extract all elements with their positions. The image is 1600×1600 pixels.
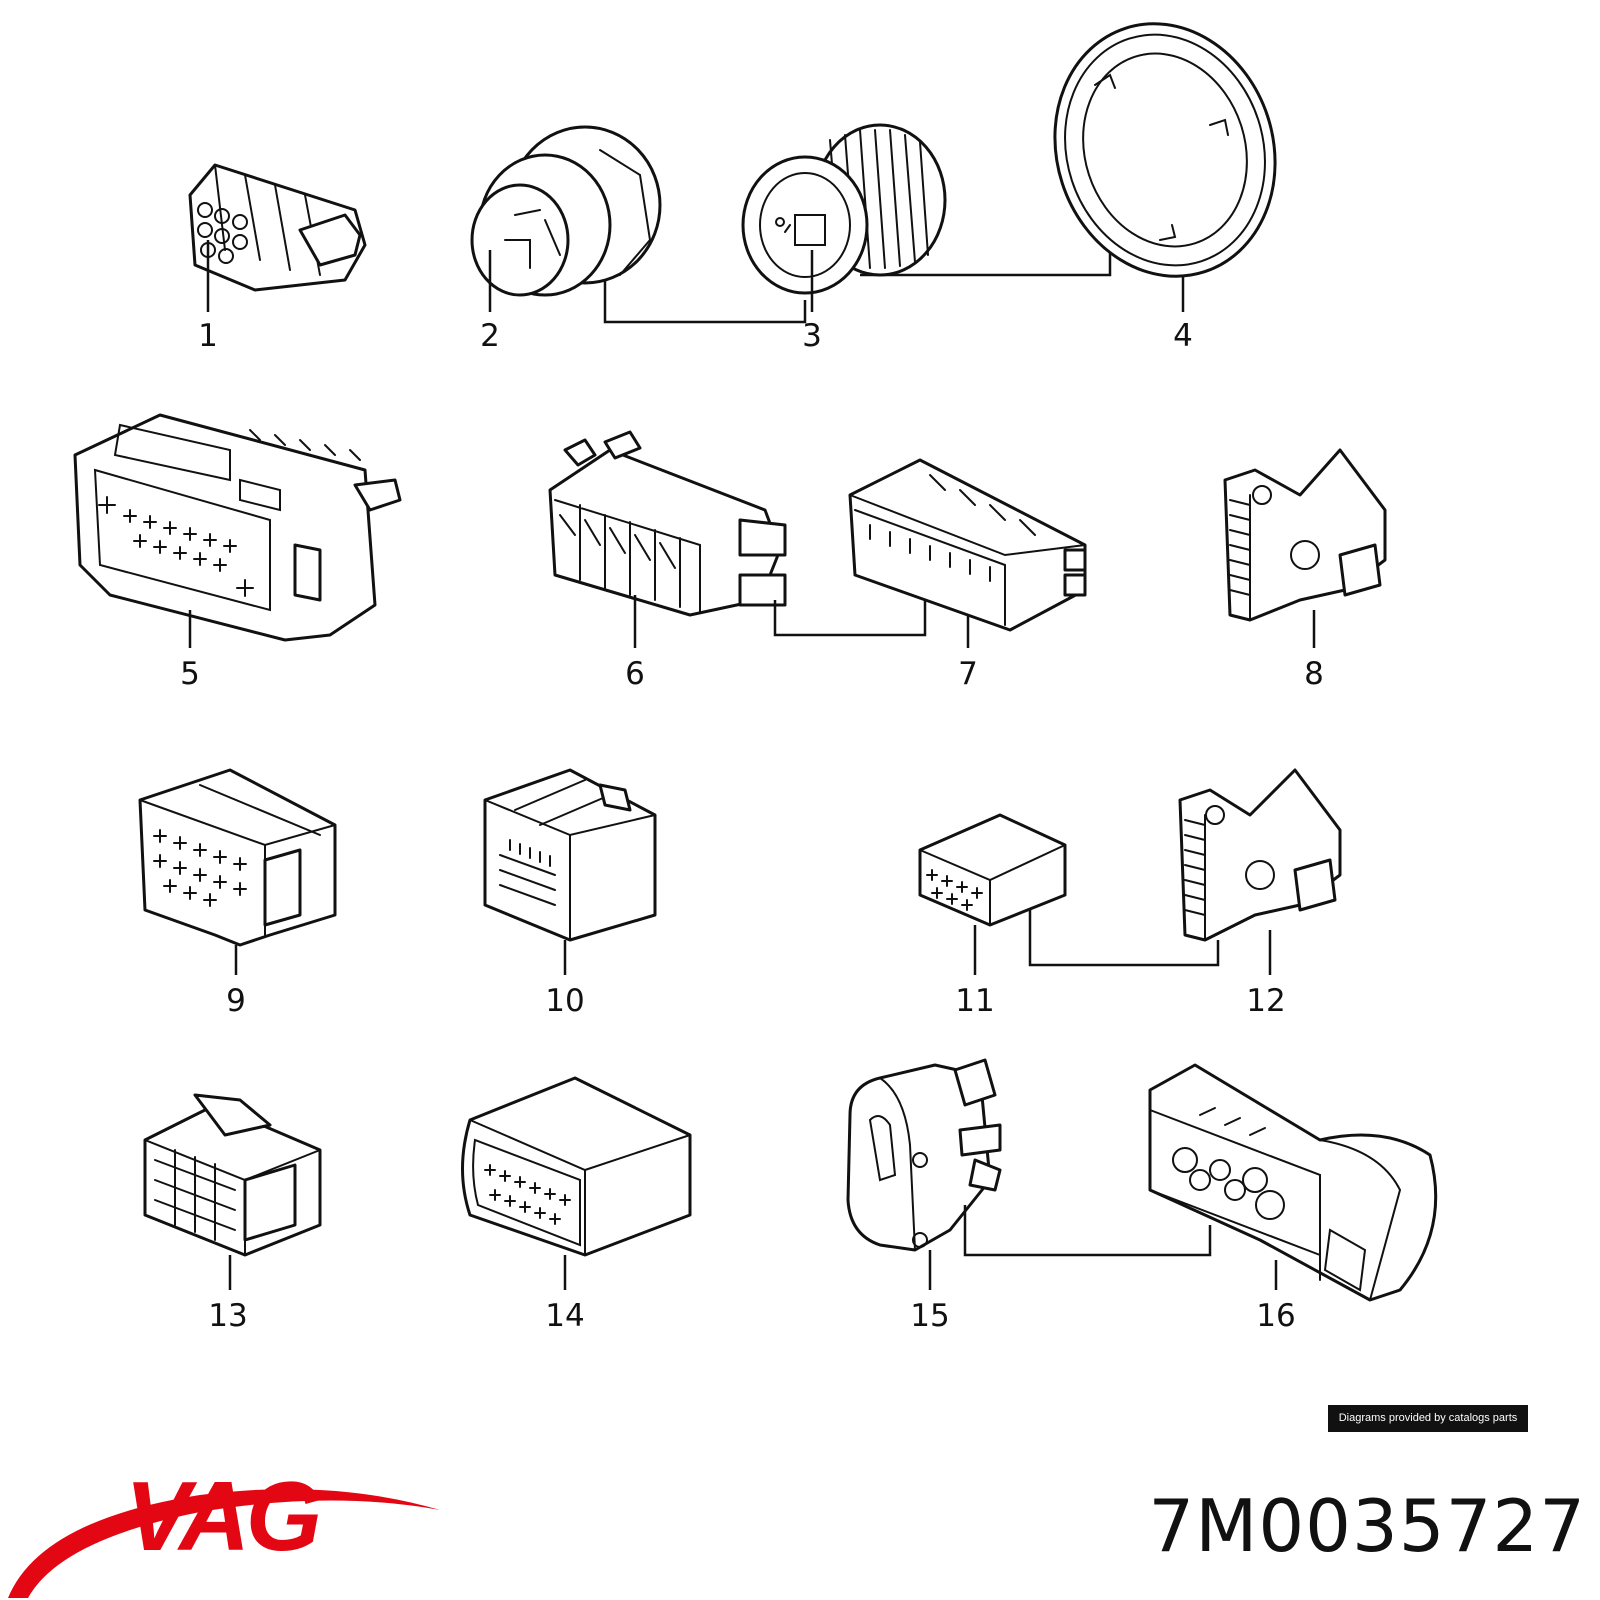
- callout-9: 9: [226, 983, 246, 1019]
- leader-bracket-11-12: [1028, 910, 1220, 967]
- credit-badge: Diagrams provided by catalogs parts: [1328, 1405, 1528, 1432]
- callout-12: 12: [1246, 983, 1285, 1019]
- callout-13: 13: [208, 1298, 247, 1334]
- part-6-drawing: [548, 430, 787, 617]
- callout-2: 2: [480, 318, 500, 354]
- part-2-drawing: [470, 125, 662, 297]
- part-16-drawing: [1148, 1063, 1438, 1302]
- callout-3: 3: [802, 318, 822, 354]
- part-5-drawing: [73, 413, 402, 642]
- part-11-drawing: [918, 813, 1067, 927]
- part-1-drawing: [188, 163, 367, 292]
- logo-text: VAG: [125, 1461, 320, 1571]
- part-15-drawing: [846, 1058, 1002, 1252]
- leader-bracket-2-3: [603, 280, 807, 324]
- leader-bracket-6-7: [773, 590, 927, 637]
- part-10-drawing: [483, 768, 657, 942]
- leader-bracket-15-16: [963, 1205, 1212, 1257]
- vag-logo: VAG: [8, 1461, 440, 1598]
- part-14-drawing: [461, 1076, 692, 1257]
- callout-6: 6: [625, 656, 645, 692]
- part-4-drawing: [1053, 22, 1277, 278]
- callout-11: 11: [955, 983, 994, 1019]
- callout-14: 14: [545, 1298, 584, 1334]
- logo-swoosh: [8, 1489, 440, 1598]
- part-8-drawing: [1223, 448, 1387, 622]
- callout-4: 4: [1173, 318, 1193, 354]
- callout-10: 10: [545, 983, 584, 1019]
- callout-1: 1: [198, 318, 218, 354]
- callout-16: 16: [1256, 1298, 1295, 1334]
- part-3-drawing: [741, 123, 947, 295]
- callout-5: 5: [180, 656, 200, 692]
- part-7-drawing: [848, 458, 1087, 632]
- part-9-drawing: [138, 768, 337, 947]
- part-number: 7M0035727: [1148, 1484, 1586, 1568]
- part-12-drawing: [1178, 768, 1342, 942]
- callout-7: 7: [958, 656, 978, 692]
- callout-8: 8: [1304, 656, 1324, 692]
- callout-15: 15: [910, 1298, 949, 1334]
- part-13-drawing: [143, 1093, 322, 1257]
